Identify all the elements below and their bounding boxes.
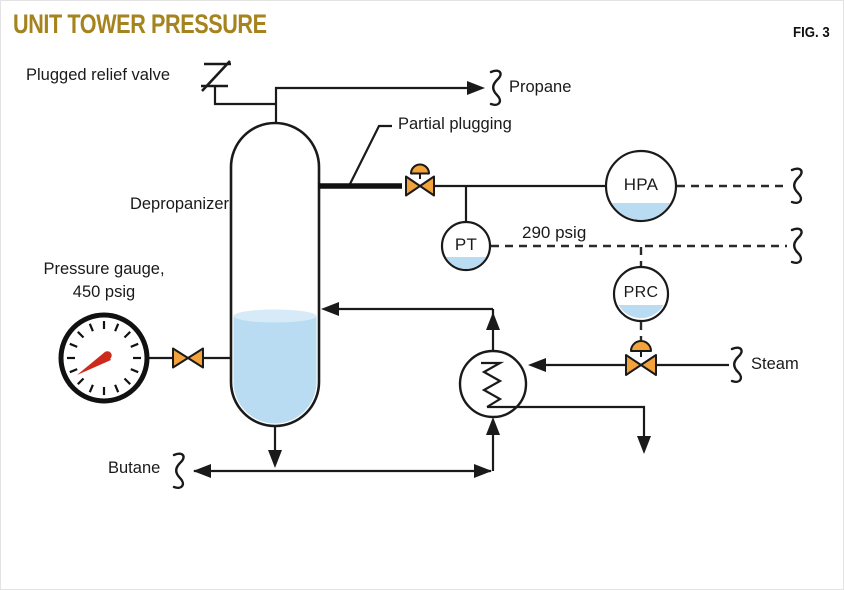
figure-title: UNIT TOWER PRESSURE xyxy=(13,9,267,39)
to-reboiler-arrow xyxy=(474,464,492,478)
reboiler-return-arrow xyxy=(321,302,339,316)
gauge-ticks xyxy=(67,321,141,395)
pressure-gauge-label: Pressure gauge, 450 psig xyxy=(24,258,184,304)
pressure-gauge-label-line1: Pressure gauge, xyxy=(43,260,165,278)
prc-label: PRC xyxy=(623,284,659,301)
partial-plugging-label: Partial plugging xyxy=(398,115,512,133)
propane-line xyxy=(274,86,469,123)
partial-plugging-leader xyxy=(349,124,392,185)
relief-branch-line xyxy=(213,86,276,106)
gauge-valve-icon xyxy=(172,347,204,369)
condensate-arrow xyxy=(637,436,651,454)
propane-label: Propane xyxy=(509,78,572,96)
exchanger-coil xyxy=(481,361,505,408)
signal-lines xyxy=(491,184,787,340)
depropanizer-label: Depropanizer xyxy=(129,195,229,213)
plugged-relief-valve-label: Plugged relief valve xyxy=(26,66,171,84)
instrument-bubbles xyxy=(440,149,678,323)
tower-liquid xyxy=(233,316,317,424)
figure-number: FIG. 3 xyxy=(793,24,830,41)
gauge-needle-hub xyxy=(103,351,112,360)
line-break-squiggle xyxy=(790,227,803,264)
line-break-squiggle xyxy=(172,452,185,489)
butane-label: Butane xyxy=(108,459,161,477)
steam-label: Steam xyxy=(751,355,799,373)
pt-label: PT xyxy=(454,235,478,254)
tower-shell xyxy=(229,121,321,428)
hpa-label: HPA xyxy=(623,175,659,194)
hpa-bubble-fill xyxy=(611,203,671,220)
tower-bottoms-arrow xyxy=(268,450,282,468)
butane-arrow xyxy=(193,464,211,478)
process-lines xyxy=(147,86,729,473)
condensate-line xyxy=(487,405,646,439)
pressure-gauge-label-line2: 450 psig xyxy=(72,283,136,302)
propane-arrow xyxy=(467,81,485,95)
feed-riser-arrow xyxy=(486,417,500,435)
steam-control-valve-icon xyxy=(625,340,657,376)
flow-arrows xyxy=(193,81,651,478)
line-break-squiggle xyxy=(730,346,743,383)
overhead-control-valve-icon xyxy=(405,163,435,197)
pressure-reading-label: 290 psig xyxy=(522,223,587,242)
line-break-squiggle xyxy=(790,167,803,204)
gauge-needle xyxy=(77,351,111,375)
line-break-squiggle xyxy=(489,69,502,106)
steam-inlet-arrow xyxy=(528,358,546,372)
tower-liquid-fill xyxy=(233,316,317,424)
depropanizer-tower xyxy=(229,121,321,428)
pt-bubble-fill xyxy=(445,257,487,269)
tower-liquid-surface xyxy=(233,309,317,323)
plugged-relief-valve-icon xyxy=(201,60,231,92)
pressure-gauge-icon xyxy=(58,312,150,404)
prc-bubble-fill xyxy=(618,305,664,319)
return-riser-arrow xyxy=(486,312,500,330)
line-breaks xyxy=(172,69,803,489)
